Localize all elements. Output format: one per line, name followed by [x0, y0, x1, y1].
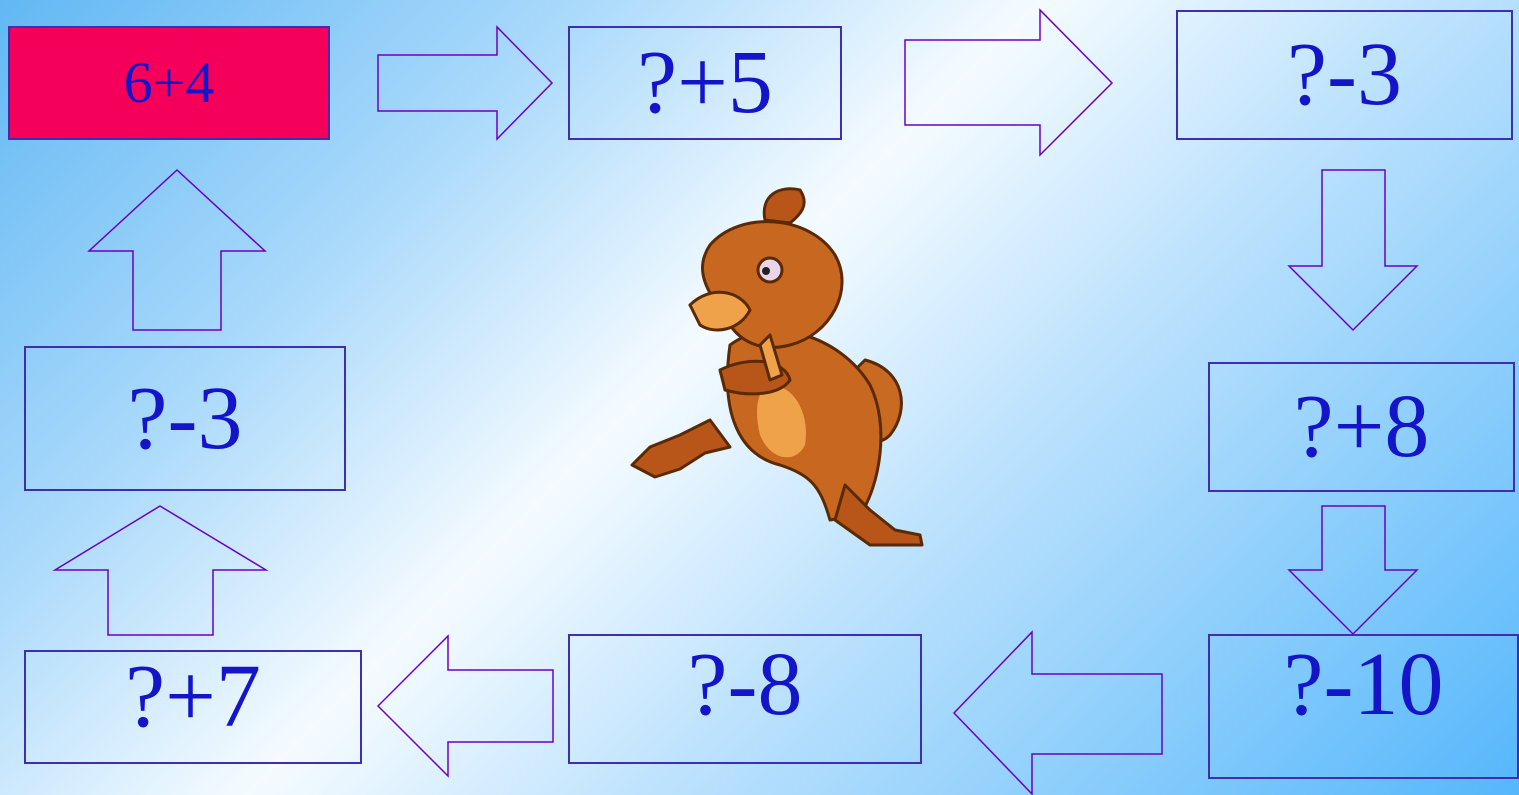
- step-box-plus-8[interactable]: ?+8: [1208, 362, 1515, 492]
- step-box-plus-7[interactable]: ?+7: [24, 650, 362, 764]
- running-squirrel-image: [630, 187, 924, 547]
- arrow-down-icon: [1287, 505, 1419, 636]
- start-expression-box[interactable]: 6+4: [8, 26, 330, 140]
- arrow-down-icon: [1287, 169, 1419, 332]
- arrow-right-icon: [377, 25, 554, 141]
- arrow-up-icon: [87, 168, 267, 331]
- step-box-minus-3-left[interactable]: ?-3: [24, 346, 346, 491]
- step-box-plus-5[interactable]: ?+5: [568, 26, 842, 140]
- step-box-minus-3-top[interactable]: ?-3: [1176, 10, 1513, 140]
- step-box-minus-8[interactable]: ?-8: [568, 634, 922, 764]
- arrow-right-icon: [904, 8, 1114, 157]
- arrow-up-icon: [52, 505, 269, 636]
- arrow-left-icon: [376, 634, 554, 778]
- arrow-left-icon: [952, 630, 1163, 795]
- step-box-minus-10[interactable]: ?-10: [1208, 634, 1519, 779]
